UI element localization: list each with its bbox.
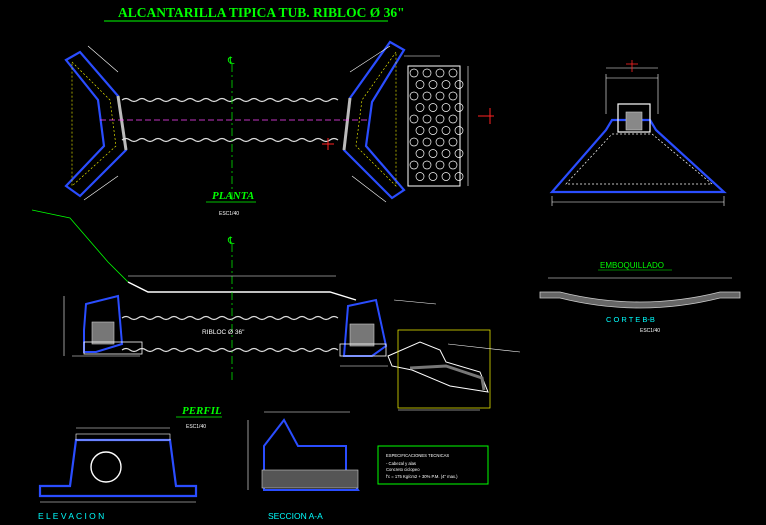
stone-circle (422, 137, 432, 147)
stone-circle (435, 114, 445, 124)
corte-bb-headwall (617, 103, 651, 133)
elevacion-title: E L E V A C I O N (38, 511, 104, 521)
specs-line-2: Concreto ciclopeo (386, 467, 420, 472)
planta-pipe-top (121, 97, 339, 103)
stone-circle (441, 103, 451, 112)
stone-circle (454, 172, 464, 181)
stone-circle (441, 172, 451, 181)
stone-circle (409, 137, 419, 147)
elevacion-view: E L E V A C I O N (38, 427, 198, 521)
stone-circle (415, 80, 425, 89)
perfil-left-headwall (83, 294, 124, 353)
corte-bb-title: C O R T E B-B (606, 315, 655, 324)
stone-circle (435, 68, 445, 78)
corte-bb-view (549, 60, 727, 206)
planta-right-wingwall (342, 40, 406, 200)
elevacion-headwall (38, 438, 198, 498)
stone-circle (448, 114, 458, 124)
perfil-scale: ESC1/40 (186, 424, 206, 430)
stone-circle (428, 126, 438, 135)
stone-circle (409, 160, 419, 170)
stone-circle (454, 103, 464, 112)
perfil-right-headwall (342, 298, 388, 357)
planta-left-wingwall (64, 50, 128, 198)
stone-circle (448, 160, 458, 170)
stone-circle (441, 80, 451, 89)
stone-circle (448, 137, 458, 147)
stone-circle (415, 103, 425, 112)
stone-circle (428, 103, 438, 112)
stone-circle (422, 160, 432, 170)
stone-circle (454, 149, 464, 158)
stone-circle (428, 172, 438, 181)
stone-circle (409, 68, 419, 78)
stone-circle (435, 160, 445, 170)
stone-circle (422, 91, 432, 101)
seccion-aa-title: SECCION A-A (268, 511, 323, 521)
stone-circle (441, 149, 451, 158)
stone-circle (435, 91, 445, 101)
stone-circle (422, 68, 432, 78)
stone-circle (415, 172, 425, 181)
stone-circle (409, 114, 419, 124)
perfil-outlet-dimension-box (397, 329, 491, 409)
planta-scale: ESC1/40 (219, 211, 239, 217)
emboquillado-view: EMBOQUILLADO C O R T E B-B ESC1/40 (539, 261, 741, 334)
stone-circle (428, 80, 438, 89)
emboquillado-strip (539, 291, 741, 309)
stone-circle (448, 68, 458, 78)
planta-emboquillado-stones (409, 68, 464, 181)
perfil-title: PERFIL (182, 405, 222, 417)
specs-line-1: - Cabezal y alas (386, 461, 416, 466)
stone-circle (448, 91, 458, 101)
planta-title: PLANTA (212, 190, 254, 202)
drawing-title: ALCANTARILLA TIPICA TUB. RIBLOC Ø 36" (118, 5, 405, 20)
perfil-pipe-top (121, 315, 339, 321)
specs-heading: ESPECIFICACIONES TECNICAS (386, 453, 449, 458)
planta-emboquillado (407, 65, 461, 187)
corte-bb-scale: ESC1/40 (640, 328, 660, 334)
perfil-pipe-label: RIBLOC Ø 36" (202, 329, 245, 336)
perfil-terrain (31, 209, 129, 283)
perfil-pipe-bottom (121, 347, 339, 353)
planta-pipe-bottom (121, 137, 339, 143)
specs-frame (377, 445, 489, 485)
svg-text:℄: ℄ (227, 236, 235, 247)
specs-line-3: f'c = 175 Kg/cm2 + 30% P.M. (4" max.) (386, 474, 458, 479)
svg-text:℄: ℄ (227, 56, 235, 67)
elevacion-pipe (90, 451, 122, 483)
corte-bb-body (549, 118, 727, 194)
seccion-aa-view: SECCION A-A (247, 411, 360, 521)
stone-circle (454, 126, 464, 135)
planta-view: ℄ PLANTA ESC1/40 (64, 40, 494, 217)
stone-circle (428, 149, 438, 158)
stone-circle (409, 91, 419, 101)
perfil-view: ℄ RIBLOC Ø 36" PERFIL ESC1/40 (31, 209, 521, 430)
emboquillado-title: EMBOQUILLADO (600, 261, 664, 270)
specs-box: ESPECIFICACIONES TECNICAS - Cabezal y al… (377, 445, 489, 485)
stone-circle (422, 114, 432, 124)
stone-circle (441, 126, 451, 135)
perfil-road (127, 281, 357, 301)
stone-circle (435, 137, 445, 147)
stone-circle (415, 149, 425, 158)
stone-circle (415, 126, 425, 135)
stone-circle (454, 80, 464, 89)
